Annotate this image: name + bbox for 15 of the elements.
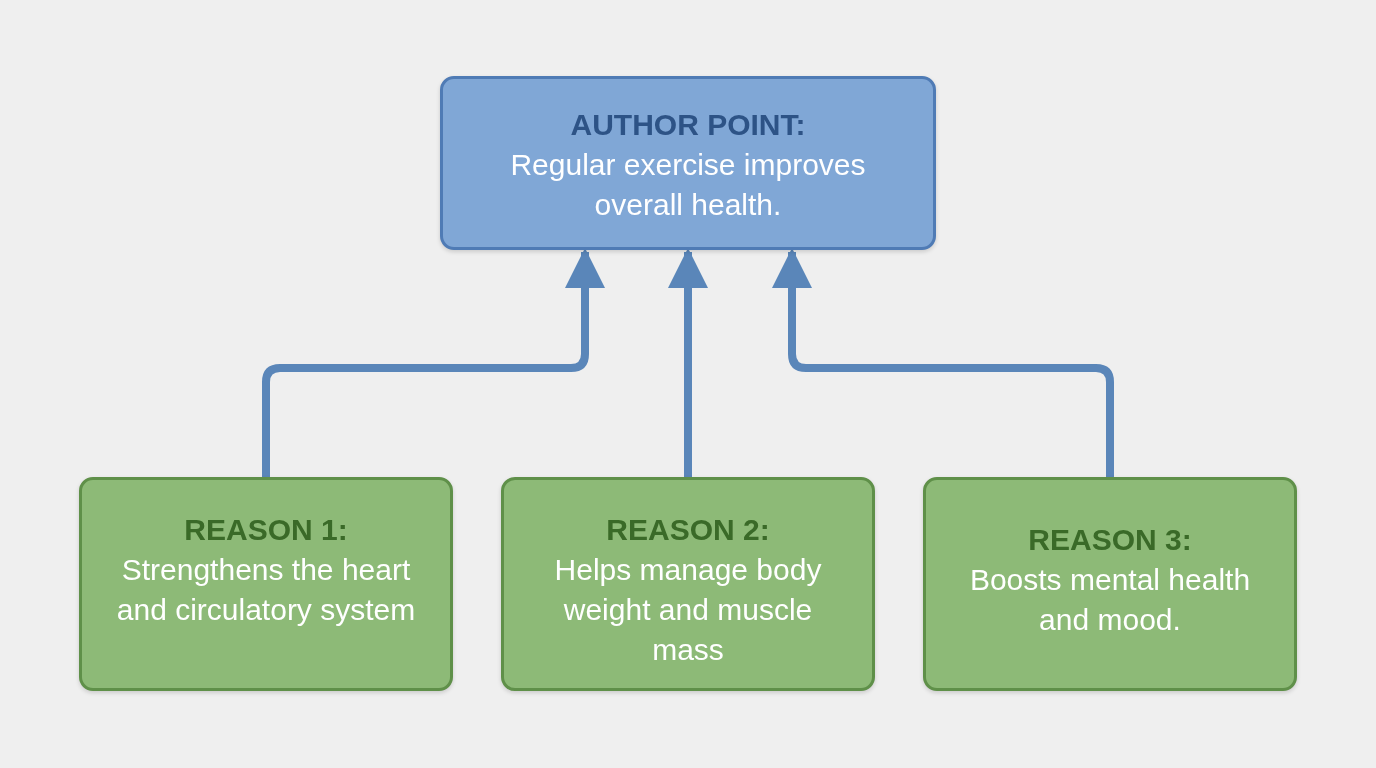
box-heading: REASON 2: bbox=[606, 512, 770, 548]
box-text: Boosts mental health and mood. bbox=[968, 562, 1252, 638]
reason-box bbox=[501, 477, 875, 691]
box-text: Strengthens the heart and circulatory system bbox=[115, 552, 417, 628]
box-heading: AUTHOR POINT: bbox=[570, 107, 806, 143]
box-heading: REASON 1: bbox=[184, 512, 348, 548]
box-heading: REASON 3: bbox=[1028, 522, 1192, 558]
arrow bbox=[262, 248, 605, 477]
reason-box bbox=[79, 477, 453, 691]
reason-box bbox=[923, 477, 1297, 691]
arrow bbox=[668, 248, 708, 477]
box-text: Regular exercise improves overall health. bbox=[509, 147, 867, 223]
main-point-box bbox=[440, 76, 936, 250]
arrow bbox=[772, 248, 1114, 477]
box-text: Helps manage body weight and muscle mass bbox=[553, 552, 823, 668]
